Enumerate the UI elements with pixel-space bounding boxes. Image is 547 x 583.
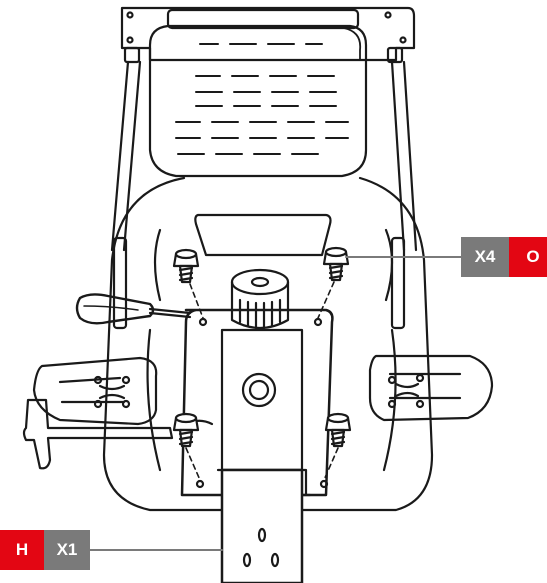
part-callout-bracket: H X1 xyxy=(0,530,90,570)
screw-guide-lines xyxy=(185,281,339,481)
seat-base xyxy=(102,176,434,512)
screw-top-left xyxy=(172,248,200,284)
gas-cylinder xyxy=(230,268,290,330)
screw-bottom-left xyxy=(172,412,200,448)
backrest-vents xyxy=(175,43,349,155)
backrest-frame xyxy=(110,6,418,252)
screw-top-right xyxy=(322,246,350,282)
screwdriver-top xyxy=(75,293,192,325)
part-callout-screws: X4 O xyxy=(461,237,547,277)
right-armrest xyxy=(368,354,494,422)
part-quantity: X4 xyxy=(461,237,509,277)
screw-bottom-right xyxy=(324,412,352,448)
part-code: O xyxy=(509,237,547,277)
mounting-plate xyxy=(180,308,334,497)
left-armrest xyxy=(32,356,158,426)
part-code: H xyxy=(0,530,44,570)
bracket-h xyxy=(220,468,304,583)
backrest-pad xyxy=(148,24,368,178)
seat-side-struts xyxy=(112,236,406,330)
part-quantity: X1 xyxy=(44,530,90,570)
